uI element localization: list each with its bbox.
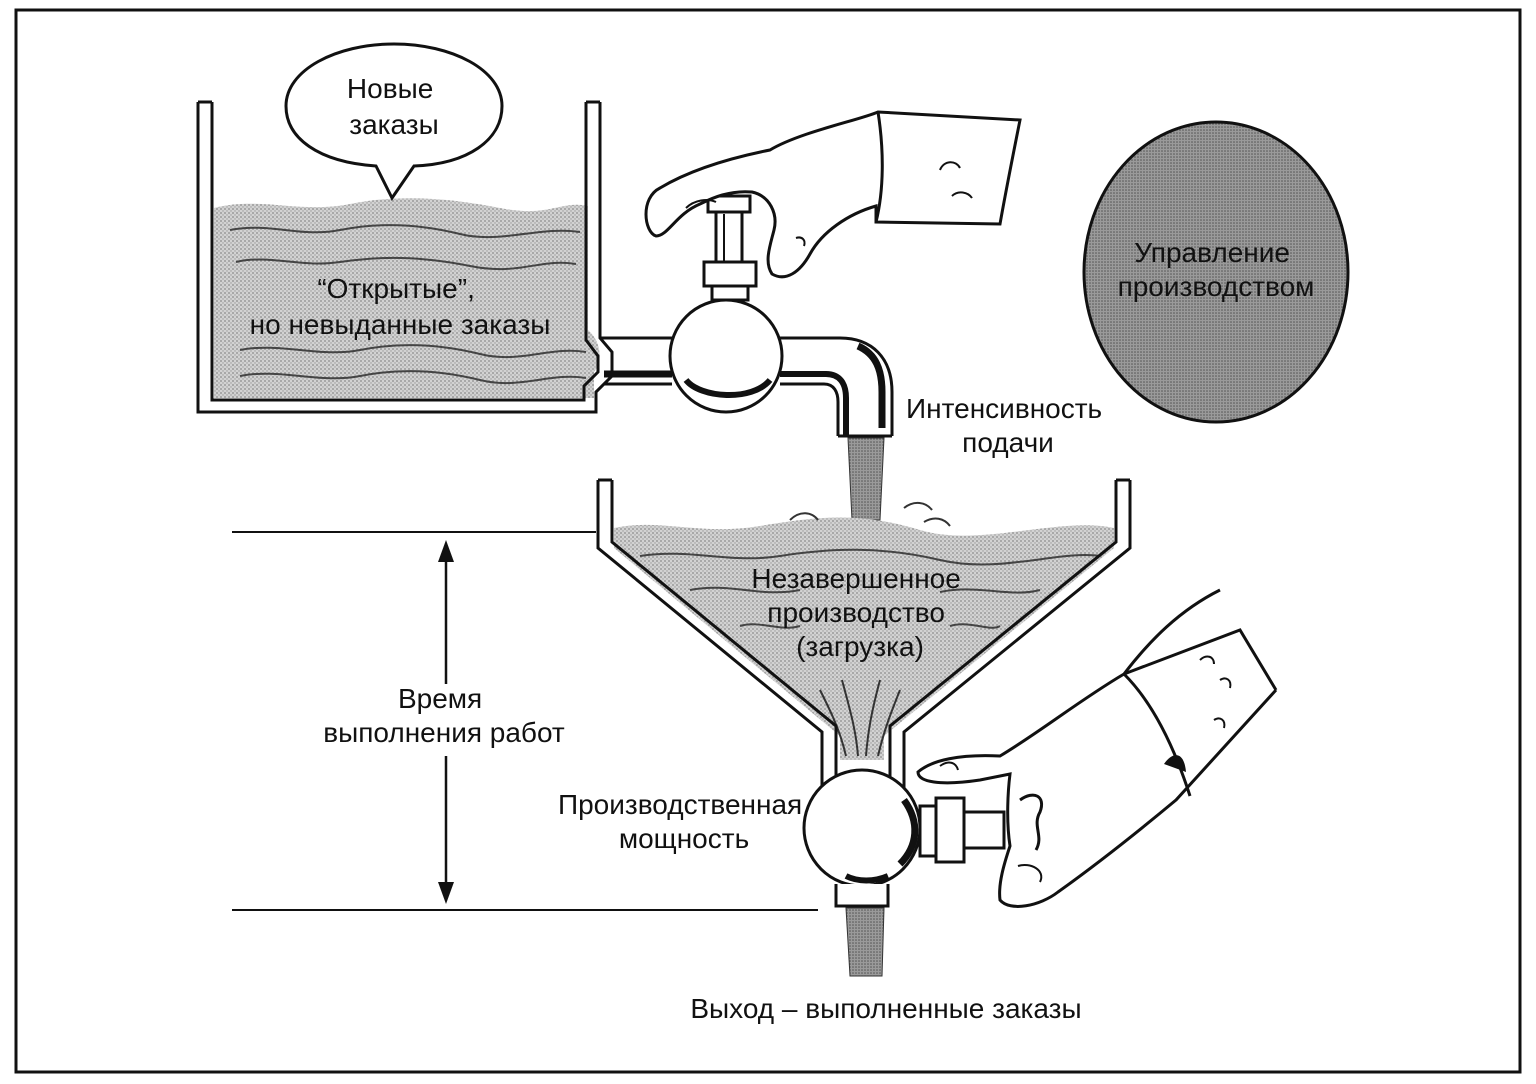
- feed-rate-label: Интенсивность подачи: [906, 393, 1110, 458]
- feed-valve: [668, 194, 784, 414]
- feed-pipe: [600, 336, 894, 438]
- orders-tank: [196, 100, 614, 414]
- outer-frame: [14, 8, 1522, 1074]
- lead-time-label: Время выполнения работ: [323, 683, 565, 748]
- feed-stream: [847, 437, 885, 521]
- wip-label: Незавершенное производство (загрузка): [751, 563, 968, 662]
- output-stream: [845, 907, 885, 977]
- production-control-ellipse: [1082, 120, 1350, 424]
- lead-time-arrow: [438, 540, 454, 904]
- capacity-valve: [802, 768, 1006, 908]
- production-control-label: Управление производством: [1118, 237, 1315, 302]
- output-label: Выход – выполненные заказы: [690, 993, 1081, 1024]
- hand-top: [644, 110, 1022, 279]
- wip-funnel: [596, 478, 1132, 790]
- new-orders-bubble: [284, 42, 504, 201]
- open-orders-label: “Открытые”, но невыданные заказы: [250, 273, 551, 340]
- capacity-label: Производственная мощность: [558, 789, 810, 854]
- hand-bottom: [916, 588, 1278, 908]
- new-orders-label: Новые заказы: [347, 73, 441, 140]
